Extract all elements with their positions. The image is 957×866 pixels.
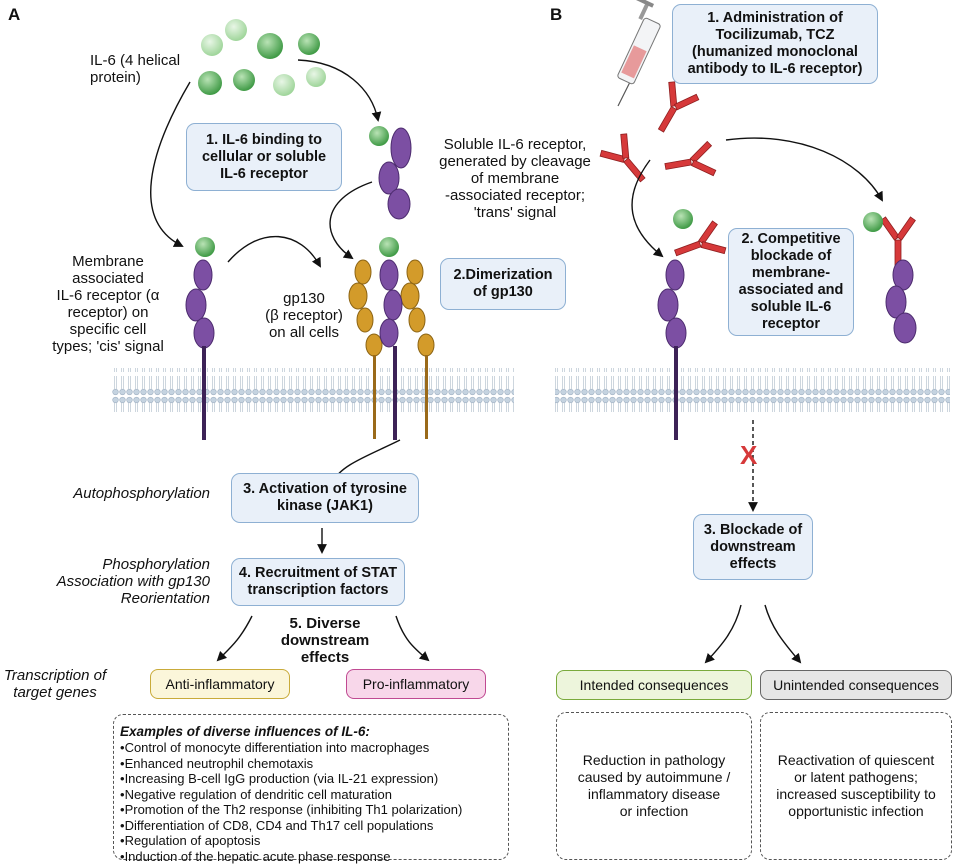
- list-item: Differentiation of CD8, CD4 and Th17 cel…: [120, 818, 502, 834]
- gp130-label: gp130 (β receptor) on all cells: [265, 290, 343, 341]
- membrane-receptor-label: Membrane associated IL-6 receptor (α rec…: [52, 253, 164, 355]
- step4-box: 4. Recruitment of STAT transcription fac…: [231, 558, 405, 606]
- tocilizumab-step3-box: 3. Blockade of downstream effects: [693, 514, 813, 580]
- il6-label: IL-6 (4 helical protein): [90, 52, 181, 86]
- gp130-dimer: [348, 237, 435, 440]
- transcription-label: Transcription of target genes: [3, 667, 107, 701]
- list-item: Control of monocyte differentiation into…: [120, 740, 502, 756]
- panel-b-arrows: [631, 137, 883, 664]
- panel-label-b: B: [550, 5, 563, 24]
- pro-inflammatory-badge: Pro-inflammatory: [346, 669, 486, 699]
- unintended-consequences-badge: Unintended consequences: [760, 670, 952, 700]
- list-item: Negative regulation of dendritic cell ma…: [120, 787, 502, 803]
- unintended-consequences-panel: Reactivation of quiescent or latent path…: [760, 712, 952, 860]
- list-item: Regulation of apoptosis: [120, 833, 502, 849]
- il6-protein-cluster: [198, 19, 326, 96]
- blocked-membrane-receptor: [657, 209, 693, 440]
- anti-inflammatory-badge: Anti-inflammatory: [150, 669, 290, 699]
- membrane-right: [555, 368, 950, 412]
- examples-panel: Examples of diverse influences of IL-6: …: [113, 714, 509, 864]
- intended-consequences-badge: Intended consequences: [556, 670, 752, 700]
- list-item: Induction of the hepatic acute phase res…: [120, 849, 502, 865]
- syringe-icon: [617, 0, 661, 107]
- list-item: Promotion of the Th2 response (inhibitin…: [120, 802, 502, 818]
- membrane-left: [112, 368, 514, 412]
- panel-a-arrows: [150, 59, 430, 662]
- step2-box: 2.Dimerization of gp130: [440, 258, 566, 310]
- soluble-receptor: [369, 126, 412, 220]
- step1-box: 1. IL-6 binding to cellular or soluble I…: [186, 123, 342, 191]
- intended-consequences-text: Reduction in pathology caused by autoimm…: [577, 752, 731, 819]
- autophosphorylation-label: Autophosphorylation: [73, 485, 210, 502]
- tocilizumab-step2-box: 2. Competitive blockade of membrane- ass…: [728, 228, 854, 336]
- antibody-cluster: [599, 81, 916, 267]
- examples-list: Control of monocyte differentiation into…: [120, 740, 502, 864]
- phosphorylation-label: Phosphorylation Association with gp130 R…: [56, 556, 210, 607]
- examples-title: Examples of diverse influences of IL-6:: [120, 724, 370, 739]
- list-item: Increasing B-cell IgG production (via IL…: [120, 771, 502, 787]
- panel-label-a: A: [8, 5, 21, 24]
- step5-label: 5. Diverse downstream effects: [280, 615, 370, 666]
- blocked-soluble-receptor: [863, 212, 917, 344]
- step3-box: 3. Activation of tyrosine kinase (JAK1): [231, 473, 419, 523]
- blocked-x-mark: X: [740, 440, 758, 470]
- soluble-receptor-label: Soluble IL-6 receptor, generated by clea…: [439, 136, 591, 221]
- tocilizumab-step1-box: 1. Administration of Tocilizumab, TCZ (h…: [672, 4, 878, 84]
- list-item: Enhanced neutrophil chemotaxis: [120, 756, 502, 772]
- membrane-receptor-cis: [185, 237, 215, 440]
- unintended-consequences-text: Reactivation of quiescent or latent path…: [776, 752, 936, 819]
- intended-consequences-panel: Reduction in pathology caused by autoimm…: [556, 712, 752, 860]
